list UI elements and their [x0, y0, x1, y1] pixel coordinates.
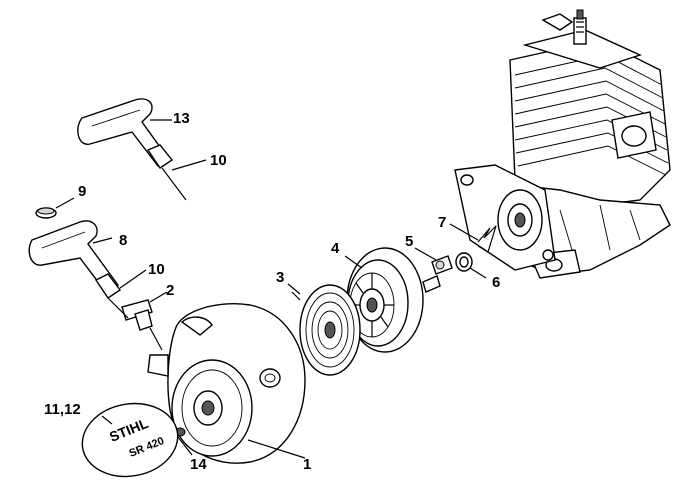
callout-11-12: 11,12 — [44, 401, 81, 418]
callout-4: 4 — [331, 240, 340, 257]
rewind-spring-part-3 — [287, 283, 361, 376]
callout-14: 14 — [190, 456, 207, 473]
callout-7: 7 — [438, 214, 446, 231]
callout-1: 1 — [303, 456, 311, 473]
starter-housing-part-1 — [147, 303, 306, 464]
callout-3: 3 — [276, 269, 284, 286]
callout-13: 13 — [173, 110, 190, 127]
callout-2: 2 — [166, 282, 174, 299]
callout-9: 9 — [78, 183, 86, 200]
rope-rotor-part-4 — [344, 247, 424, 353]
starter-grip-part-13 — [77, 98, 207, 201]
grip-cap-part-9 — [35, 197, 75, 219]
callout-5: 5 — [405, 233, 413, 250]
callout-10-lower: 10 — [148, 261, 165, 278]
callout-10-upper: 10 — [210, 152, 227, 169]
starter-grip-part-8 — [28, 220, 147, 319]
spring-clip-part-7 — [449, 223, 497, 253]
rope-guide-part-2 — [121, 291, 168, 351]
callout-6: 6 — [492, 274, 500, 291]
washer-part-6 — [455, 252, 487, 279]
pawl-part-5 — [414, 247, 453, 293]
callout-8: 8 — [119, 232, 127, 249]
engine-assembly — [454, 9, 671, 279]
decal-part-11-12: STIHL SR 420 — [81, 402, 179, 478]
